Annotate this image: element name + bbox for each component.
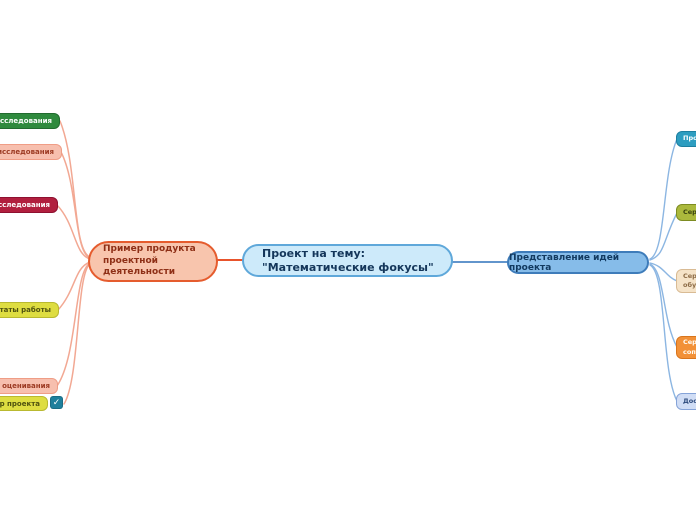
- leaf-dosta-node[interactable]: Доста: [676, 393, 696, 410]
- leaf-service-label: Серви: [683, 207, 696, 216]
- leaf-learning-services-node[interactable]: Серви обуча: [676, 269, 696, 293]
- leaf-expected-results-node[interactable]: е результаты работы: [0, 302, 59, 318]
- root-node-label: Проект на тему: "Математические фокусы": [262, 246, 434, 274]
- connector-right-3: [649, 262, 678, 282]
- leaf-research-hypothesis-label: отеза исследования: [0, 201, 50, 209]
- branch-idea-presentation-label: Представление идей проекта: [509, 252, 620, 273]
- leaf-expected-results-label: е результаты работы: [0, 306, 51, 314]
- leaf-research-goal-label: Цель исследования: [0, 117, 52, 125]
- leaf-research-methods-label: етоды исследования: [0, 148, 54, 156]
- leaf-dosta-label: Доста: [683, 396, 696, 405]
- root-node[interactable]: Проект на тему: "Математические фокусы": [242, 244, 453, 277]
- connector-left-3: [56, 204, 91, 260]
- connector-left-4: [57, 261, 91, 311]
- checkmark-icon[interactable]: ✓: [50, 396, 63, 409]
- leaf-learning-services-label: Серви обуча: [683, 271, 696, 289]
- connector-left-5: [56, 262, 91, 387]
- leaf-problem-node[interactable]: Пробл: [676, 131, 696, 147]
- leaf-project-example-node[interactable]: Пример проекта: [0, 396, 48, 411]
- connector-left-2: [60, 151, 91, 259]
- connector-right-4: [649, 263, 678, 348]
- leaf-support-services-label: Серви сопро: [683, 338, 696, 356]
- leaf-service-node[interactable]: Серви: [676, 204, 696, 221]
- leaf-project-example-label: Пример проекта: [0, 399, 40, 408]
- leaf-support-services-node[interactable]: Серви сопро: [676, 336, 696, 359]
- leaf-assessment-example-node[interactable]: Пример оценивания: [0, 378, 58, 394]
- connector-right-1: [649, 138, 678, 260]
- leaf-assessment-example-label: Пример оценивания: [2, 382, 50, 390]
- connector-left-6: [63, 263, 91, 405]
- connector-left-1: [59, 120, 91, 258]
- leaf-research-hypothesis-node[interactable]: отеза исследования: [0, 197, 58, 213]
- branch-idea-presentation-node[interactable]: Представление идей проекта: [507, 251, 649, 274]
- connector-right-5: [649, 264, 678, 402]
- branch-product-example-node[interactable]: Пример продукта проектной деятельности: [88, 241, 218, 282]
- connector-right-2: [649, 212, 678, 261]
- leaf-problem-label: Пробл: [683, 134, 696, 143]
- leaf-research-goal-node[interactable]: Цель исследования: [0, 113, 60, 129]
- branch-product-example-label: Пример продукта проектной деятельности: [103, 243, 196, 278]
- leaf-research-methods-node[interactable]: етоды исследования: [0, 144, 62, 160]
